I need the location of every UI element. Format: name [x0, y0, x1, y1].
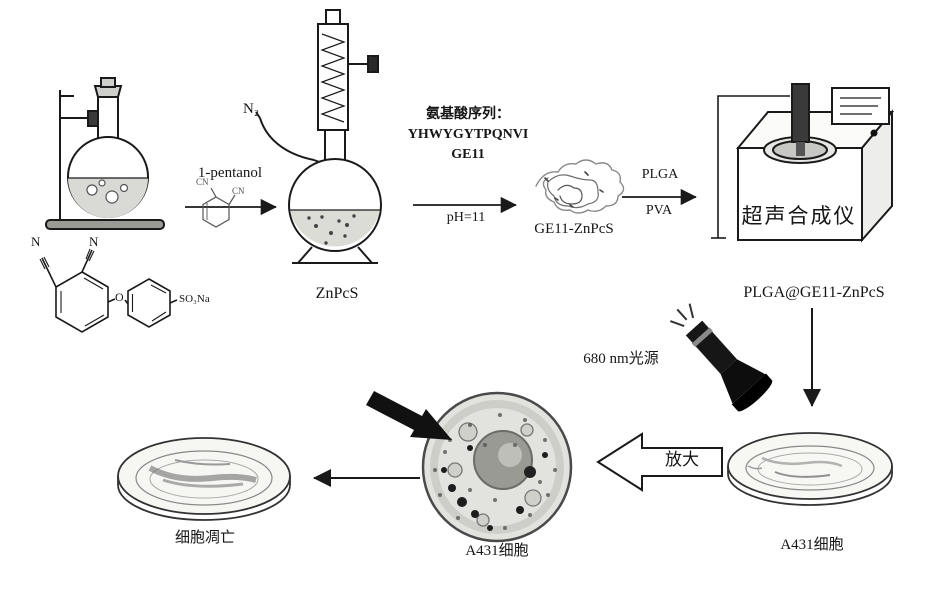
reagent-structure: [202, 187, 236, 228]
phthalonitrile-structure: [39, 248, 178, 333]
cell-label: A431细胞: [465, 543, 529, 559]
stirring-flask: [67, 77, 149, 218]
plga-label: PLGA: [641, 167, 679, 182]
pva-label: PVA: [645, 203, 673, 218]
nitrogen-inlet-tube: [255, 111, 323, 164]
n2-label: N₂: [243, 101, 260, 117]
dish-left-label: 细胞凋亡: [174, 530, 236, 546]
petri-dish-right: [727, 432, 893, 506]
dish-right-label: A431细胞: [780, 537, 844, 553]
treatment-arrow: [366, 391, 452, 440]
petri-dish-left: [117, 437, 291, 521]
machine-bracket: [717, 95, 790, 238]
ph-condition-label: pH=11: [446, 210, 486, 225]
magnify-arrow: [596, 432, 723, 492]
cn-group-label-b: CN: [232, 186, 245, 196]
nitrogen-atom-label-right: N: [89, 234, 99, 249]
pentanol-label: 1-pentanol: [197, 165, 263, 181]
reflux-condenser: [317, 9, 379, 162]
magnify-label: 放大: [665, 450, 699, 469]
amino-sequence-title: 氨基酸序列：: [426, 107, 510, 122]
lab-stand: [45, 90, 165, 230]
a431-cell: [421, 391, 573, 543]
ultrasonic-machine-label: 超声合成仪: [741, 204, 857, 228]
plga-product-label: PLGA@GE11-ZnPcS: [743, 284, 885, 301]
ultrasonic-machine: [711, 83, 895, 243]
cn-group-label-a: CN: [196, 177, 209, 187]
oxygen-atom-label: O: [115, 290, 124, 304]
nanoparticle-sketch: [535, 159, 625, 214]
sequence-name: GE11: [451, 147, 485, 162]
light-source-label: 680 nm光源: [583, 351, 659, 367]
znpcs-label: ZnPcS: [315, 285, 359, 302]
machine-dial: [870, 129, 878, 137]
ge11-znpcs-label: GE11-ZnPcS: [534, 221, 614, 237]
ultrasonic-probe: [791, 83, 810, 143]
sulfonate-group-label: SO₃Na: [179, 293, 210, 305]
flashlight: [669, 303, 773, 412]
amino-sequence: YHWYGYTPQNVI: [407, 127, 529, 142]
reaction-flask: [288, 158, 382, 264]
nitrogen-atom-label-left: N: [31, 234, 41, 249]
